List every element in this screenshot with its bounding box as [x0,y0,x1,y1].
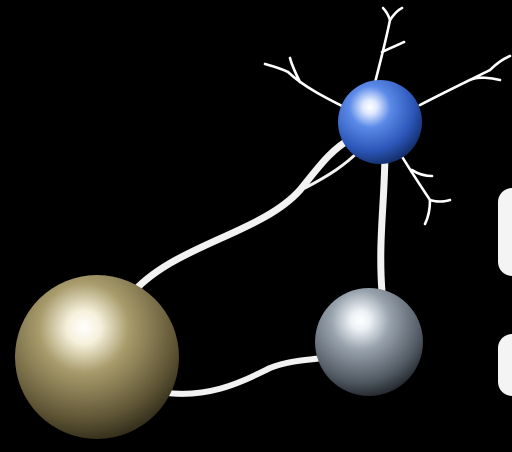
link-blue-to-gray [381,150,385,292]
blue-sphere-icon [338,80,422,164]
edge-glyph-top [498,188,512,276]
olive-sphere-icon [15,275,179,439]
edge-glyph-bottom [498,334,512,396]
gray-sphere-icon [315,288,423,396]
link-olive-to-gray [160,358,322,394]
link-olive-to-blue [128,138,352,298]
